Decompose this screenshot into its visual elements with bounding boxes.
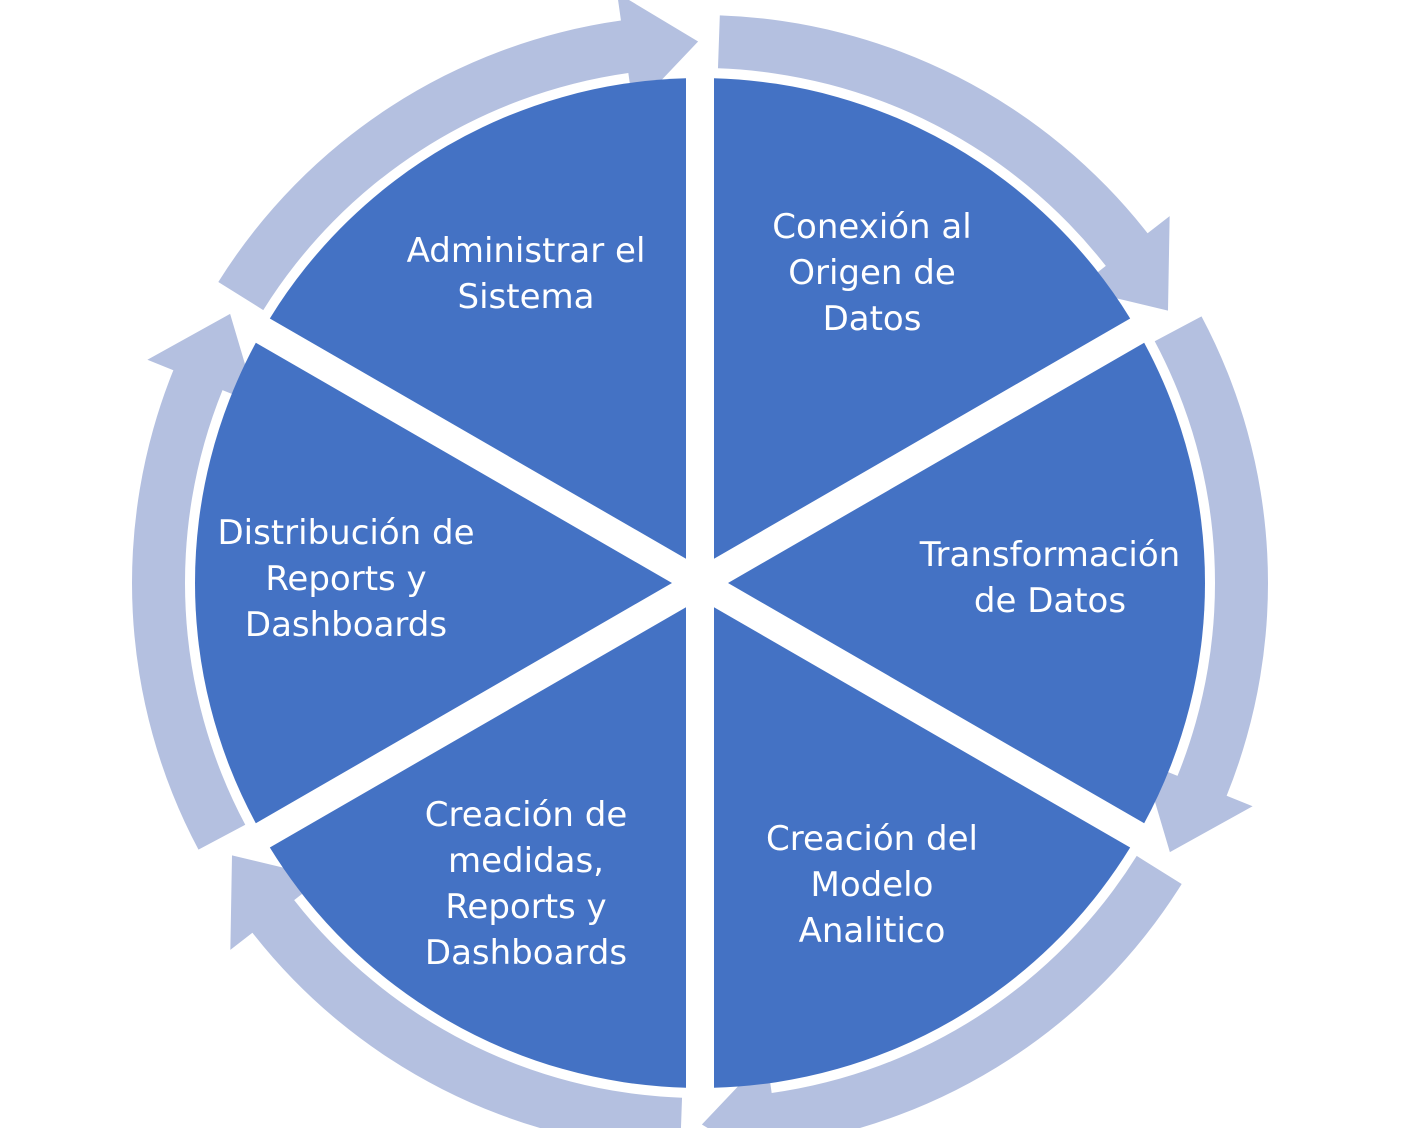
segment-label-line: Creación del <box>766 819 978 859</box>
cycle-segment-6 <box>269 78 686 559</box>
cycle-arrows <box>132 0 1268 1128</box>
segment-label-line: Transformación <box>919 535 1180 575</box>
cycle-segment-4 <box>269 607 686 1088</box>
segment-label-line: Datos <box>823 299 922 339</box>
cycle-segment-1 <box>714 78 1131 559</box>
cycle-arrow-2 <box>1143 316 1268 853</box>
cycle-arrow-6 <box>218 0 699 311</box>
cycle-arrow-5 <box>132 313 257 850</box>
cycle-arrow-1 <box>717 15 1170 311</box>
cycle-arrow-4 <box>230 855 683 1128</box>
segment-label-line: Reports y <box>445 887 606 927</box>
segment-label-line: Administrar el <box>407 231 646 271</box>
cycle-segments <box>195 78 1205 1088</box>
segment-label-line: Creación de <box>425 795 628 835</box>
segment-label-1: Administrar el Sistema <box>407 231 646 317</box>
segment-label-line: Origen de <box>788 253 956 293</box>
segment-label-line: Distribución de <box>217 513 474 553</box>
segment-label-line: Reports y <box>265 559 426 599</box>
segment-label-line: Modelo <box>811 865 934 905</box>
segment-label-line: Dashboards <box>245 605 447 645</box>
segment-label-line: de Datos <box>974 581 1126 621</box>
segment-label-line: medidas, <box>448 841 604 881</box>
segment-label-5: Creación de medidas, Reports y Dashboards <box>425 795 628 973</box>
segment-label-3: Transformación de Datos <box>919 535 1180 621</box>
segment-label-line: Conexión al <box>772 207 971 247</box>
segment-label-line: Sistema <box>458 277 595 317</box>
cycle-segment-5 <box>195 342 673 824</box>
cycle-arrow-3 <box>701 855 1182 1128</box>
cycle-segment-2 <box>728 342 1205 824</box>
segment-label-line: Dashboards <box>425 933 627 973</box>
cycle-segment-3 <box>714 607 1131 1088</box>
cycle-labels: Administrar el Sistema Conexión al Origen d… <box>217 207 1180 973</box>
segment-label-6: Distribución de Reports y Dashboards <box>217 513 474 645</box>
segment-label-2: Conexión al Origen de Datos <box>772 207 971 339</box>
segment-label-line: Analitico <box>799 911 946 951</box>
